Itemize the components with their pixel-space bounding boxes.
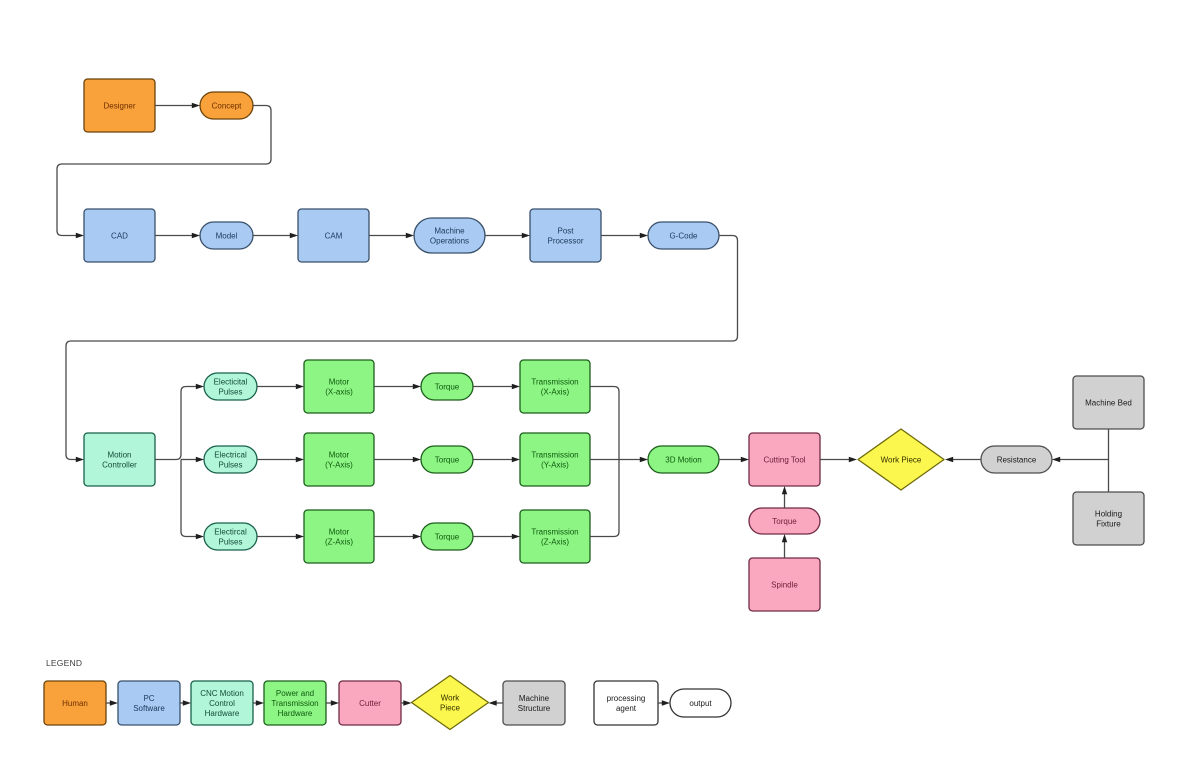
svg-text:3D Motion: 3D Motion	[665, 455, 701, 464]
svg-text:(Z-Axis): (Z-Axis)	[541, 537, 569, 546]
svg-text:LEGEND: LEGEND	[46, 658, 82, 668]
svg-text:processing: processing	[607, 694, 646, 703]
svg-text:CAD: CAD	[111, 231, 128, 240]
svg-text:(X-Axis): (X-Axis)	[541, 387, 570, 396]
svg-text:Machine Bed: Machine Bed	[1085, 398, 1132, 407]
svg-text:Torque: Torque	[435, 455, 460, 464]
svg-text:Designer: Designer	[103, 101, 135, 110]
svg-text:Electircal: Electircal	[214, 527, 247, 536]
svg-text:Machine: Machine	[434, 226, 465, 235]
svg-text:PC: PC	[143, 694, 154, 703]
svg-text:G-Code: G-Code	[669, 231, 698, 240]
svg-text:Transmission: Transmission	[271, 699, 318, 708]
svg-text:Motion: Motion	[107, 450, 131, 459]
svg-text:Controller: Controller	[102, 460, 137, 469]
svg-text:Torque: Torque	[435, 382, 460, 391]
svg-text:(Y-Axis): (Y-Axis)	[541, 460, 569, 469]
svg-text:Transmission: Transmission	[531, 450, 578, 459]
svg-text:CNC Motion: CNC Motion	[200, 689, 244, 698]
svg-text:Holding: Holding	[1095, 509, 1122, 518]
svg-text:Work Piece: Work Piece	[881, 455, 922, 464]
svg-text:Hardware: Hardware	[205, 709, 240, 718]
svg-text:(Z-Axis): (Z-Axis)	[325, 537, 353, 546]
svg-text:CAM: CAM	[325, 231, 343, 240]
svg-text:Control: Control	[209, 699, 235, 708]
svg-text:Cutting Tool: Cutting Tool	[763, 455, 805, 464]
svg-text:Transmission: Transmission	[531, 377, 578, 386]
svg-text:Hardware: Hardware	[278, 709, 313, 718]
svg-text:output: output	[689, 699, 712, 708]
svg-text:Operations: Operations	[430, 236, 469, 245]
svg-text:(Y-Axis): (Y-Axis)	[325, 460, 353, 469]
svg-text:Structure: Structure	[518, 704, 551, 713]
svg-text:Pulses: Pulses	[218, 460, 242, 469]
svg-text:Resistance: Resistance	[997, 455, 1037, 464]
svg-text:Motor: Motor	[329, 377, 350, 386]
svg-text:Machine: Machine	[519, 694, 550, 703]
svg-text:Cutter: Cutter	[359, 699, 381, 708]
svg-text:Motor: Motor	[329, 527, 350, 536]
svg-text:Piece: Piece	[440, 703, 461, 712]
svg-text:Power and: Power and	[276, 689, 314, 698]
svg-text:Spindle: Spindle	[771, 580, 798, 589]
svg-text:(X-axis): (X-axis)	[325, 387, 353, 396]
svg-text:Electrical: Electrical	[214, 450, 247, 459]
svg-text:Human: Human	[62, 699, 88, 708]
svg-text:Software: Software	[133, 704, 165, 713]
svg-text:Model: Model	[216, 231, 238, 240]
svg-text:Pulses: Pulses	[218, 537, 242, 546]
svg-text:Fixture: Fixture	[1096, 519, 1121, 528]
svg-text:Processor: Processor	[547, 236, 583, 245]
svg-text:Transmission: Transmission	[531, 527, 578, 536]
svg-text:Motor: Motor	[329, 450, 350, 459]
svg-text:Post: Post	[557, 226, 574, 235]
svg-text:Torque: Torque	[435, 532, 460, 541]
svg-text:Concept: Concept	[212, 101, 243, 110]
svg-text:Pulses: Pulses	[218, 387, 242, 396]
svg-text:Electicital: Electicital	[214, 377, 248, 386]
svg-text:agent: agent	[616, 704, 637, 713]
svg-text:Work: Work	[441, 693, 461, 702]
svg-text:Torque: Torque	[772, 517, 797, 526]
